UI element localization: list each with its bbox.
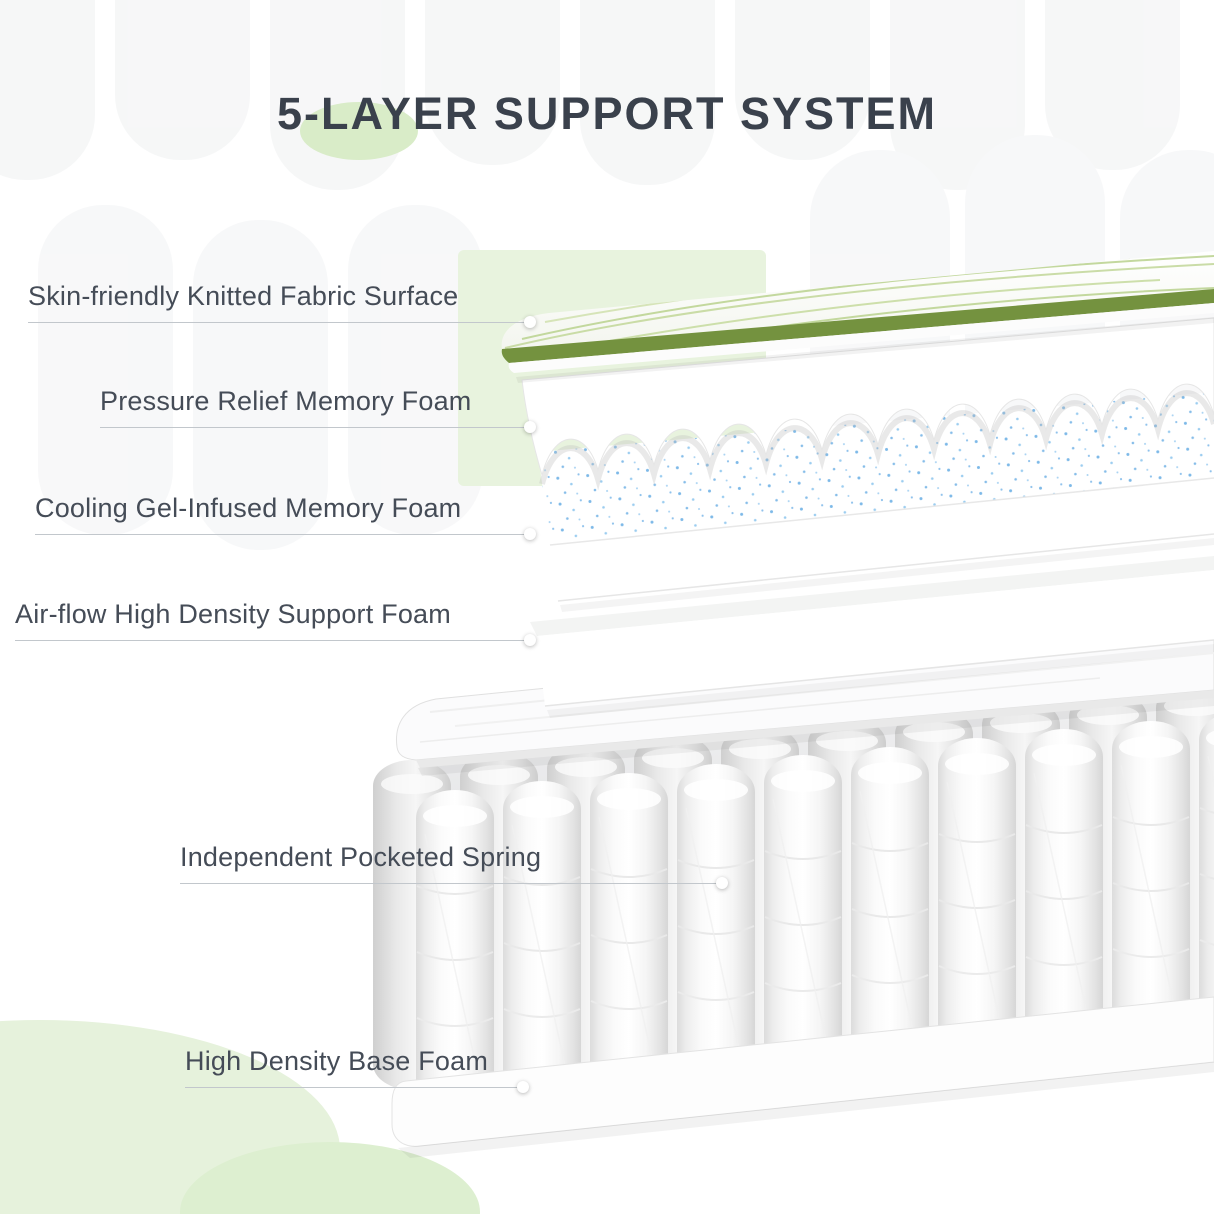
callout-support-foam: Air-flow High Density Support Foam [15, 599, 536, 646]
callout-dot [716, 877, 728, 889]
callout-fabric-surface: Skin-friendly Knitted Fabric Surface [28, 281, 536, 328]
page-title: 5-LAYER SUPPORT SYSTEM [277, 88, 937, 139]
callout-label: Skin-friendly Knitted Fabric Surface [28, 281, 459, 311]
callout-line [35, 528, 536, 540]
header: 5-LAYER SUPPORT SYSTEM [0, 88, 1214, 160]
callout-dot [517, 1081, 529, 1093]
wave-shadow [539, 390, 1214, 491]
callout-gel-foam: Cooling Gel-Infused Memory Foam [35, 493, 536, 540]
callout-dot [524, 634, 536, 646]
callout-line [15, 634, 536, 646]
memory-foam-layer [521, 317, 1214, 477]
callout-dot [524, 421, 536, 433]
callout-line [185, 1081, 529, 1093]
callout-line [28, 316, 536, 328]
callout-memory-foam: Pressure Relief Memory Foam [100, 386, 536, 433]
callout-dot [524, 316, 536, 328]
callout-pocketed-spring: Independent Pocketed Spring [180, 842, 728, 889]
callout-label: Cooling Gel-Infused Memory Foam [35, 493, 462, 523]
callout-label: Air-flow High Density Support Foam [15, 599, 451, 629]
callout-line [180, 877, 728, 889]
green-accent-ellipses [0, 1020, 480, 1214]
fabric-layer [501, 251, 1214, 383]
gel-foam-layer [538, 392, 1214, 612]
callout-base-foam: High Density Base Foam [185, 1046, 529, 1093]
callout-label: High Density Base Foam [185, 1046, 489, 1076]
callout-label: Pressure Relief Memory Foam [100, 386, 472, 416]
callout-label: Independent Pocketed Spring [180, 842, 542, 872]
callout-line [100, 421, 536, 433]
callout-dot [524, 528, 536, 540]
base-foam-layer [391, 996, 1214, 1158]
support-foam-layer [530, 556, 1214, 718]
title-accent-ellipse [300, 102, 418, 160]
green-trim-edge [501, 289, 1214, 363]
